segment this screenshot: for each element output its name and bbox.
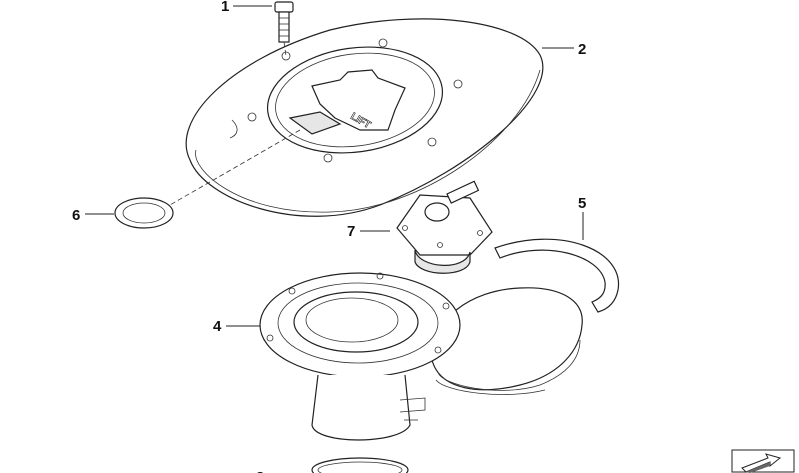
callout-7: 7: [347, 223, 390, 240]
svg-text:6: 6: [72, 207, 80, 224]
callout-6: 6: [72, 207, 114, 224]
svg-text:5: 5: [578, 195, 586, 212]
screw-holes: [247, 38, 463, 163]
svg-text:2: 2: [578, 41, 586, 58]
part-valve-actuator[interactable]: [396, 180, 493, 274]
part-filler-housing[interactable]: [259, 272, 583, 441]
svg-text:1: 1: [221, 0, 229, 15]
part-retaining-clip[interactable]: [494, 238, 620, 313]
part-gasket-ring[interactable]: [114, 197, 174, 229]
callout-2: 2: [542, 41, 586, 58]
part-o-ring[interactable]: [311, 457, 409, 473]
callout-5: 5: [578, 195, 586, 240]
svg-text:7: 7: [347, 223, 355, 240]
part-arrow-icon[interactable]: [731, 449, 795, 473]
part-fuel-flap-plate[interactable]: LIFT: [185, 18, 544, 217]
part-screw[interactable]: [274, 1, 294, 57]
svg-text:4: 4: [213, 318, 222, 335]
svg-text:3: 3: [256, 469, 264, 473]
callout-4: 4: [213, 318, 260, 335]
callout-1: 1: [221, 0, 272, 15]
callout-3: 3: [256, 469, 264, 473]
